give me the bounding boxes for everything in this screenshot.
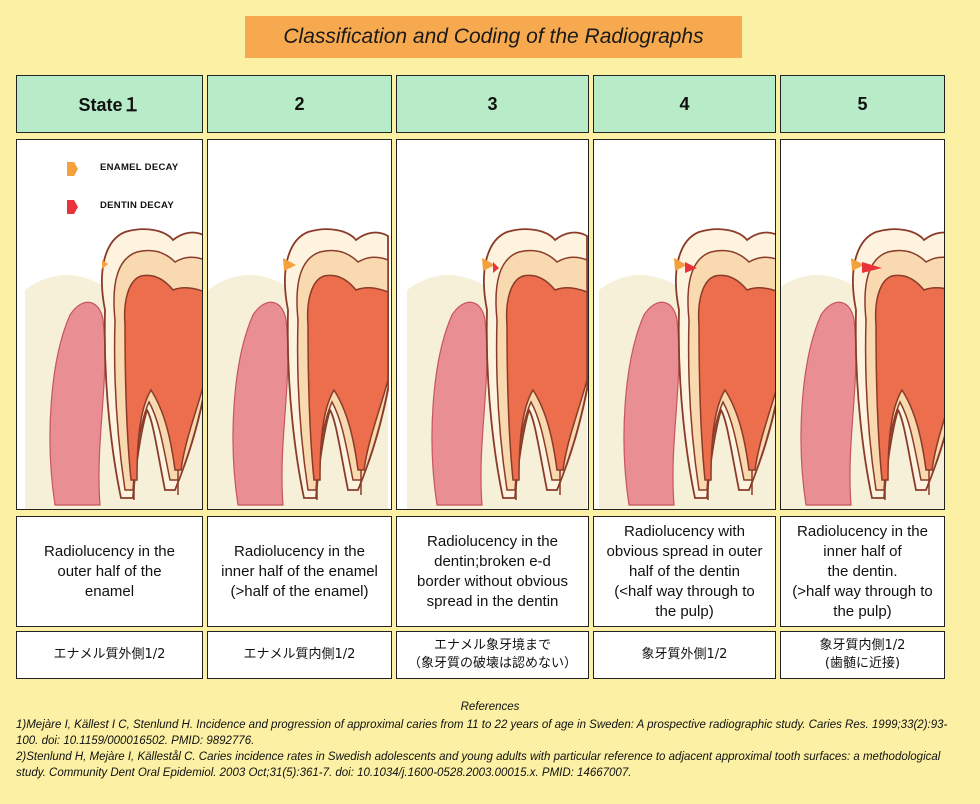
tooth-illustration-3 <box>407 228 588 509</box>
tooth-panel-5 <box>780 139 945 510</box>
japanese-state-4: 象牙質外側1/2 <box>593 631 776 679</box>
legend-enamel-label: ENAMEL DECAY <box>100 162 179 173</box>
description-state-4: Radiolucency with obvious spread in oute… <box>593 516 776 627</box>
gum <box>49 301 106 506</box>
tooth-group <box>407 228 588 509</box>
gum <box>232 301 289 506</box>
tooth-panel-4 <box>593 139 776 510</box>
dentin-decay <box>493 262 499 273</box>
tooth-group <box>781 228 944 509</box>
enamel-decay <box>851 258 864 271</box>
tooth-illustration-5 <box>781 228 944 509</box>
description-state-1: Radiolucency in the outer half of the en… <box>16 516 203 627</box>
header-state-4: 4 <box>593 75 776 133</box>
legend-dentin-label: DENTIN DECAY <box>100 200 174 211</box>
gum <box>800 301 857 506</box>
gum <box>623 301 680 506</box>
header-state-1: State１ <box>16 75 203 133</box>
pulp <box>697 274 775 481</box>
pulp <box>505 274 588 481</box>
tooth-panel-2 <box>207 139 392 510</box>
pulp <box>306 274 389 481</box>
tooth-illustration-4 <box>599 228 775 509</box>
pulp <box>874 274 944 481</box>
tooth-illustration-2 <box>208 228 389 509</box>
tooth-group <box>25 228 202 509</box>
description-state-3: Radiolucency in the dentin;broken e-d bo… <box>396 516 589 627</box>
enamel-decay <box>482 258 495 271</box>
dentin-decay <box>862 262 882 273</box>
references-title: References <box>460 701 520 713</box>
dentin-decay <box>685 262 697 273</box>
japanese-state-2: エナメル質内側1/2 <box>207 631 392 679</box>
gum <box>431 301 488 506</box>
tooth-group <box>208 228 389 509</box>
enamel-decay <box>283 258 296 271</box>
tooth-panel-3 <box>396 139 589 510</box>
enamel-decay <box>102 260 108 269</box>
japanese-state-1: エナメル質外側1/2 <box>16 631 203 679</box>
pulp <box>123 274 202 481</box>
tooth-illustration-1 <box>25 228 202 509</box>
tooth-panel-1: ENAMEL DECAY DENTIN DECAY <box>16 139 203 510</box>
enamel-decay <box>674 258 687 271</box>
reference-1: 1)Mejàre I, Källest I C, Stenlund H. Inc… <box>16 719 948 747</box>
header-state-3: 3 <box>396 75 589 133</box>
japanese-state-5: 象牙質内側1/2 (歯髄に近接) <box>780 631 945 679</box>
description-state-5: Radiolucency in the inner half of the de… <box>780 516 945 627</box>
enamel-decay-swatch <box>67 162 78 176</box>
description-state-2: Radiolucency in the inner half of the en… <box>207 516 392 627</box>
header-state-5: 5 <box>780 75 945 133</box>
dentin-decay-swatch <box>67 200 78 214</box>
japanese-state-3: エナメル象牙境まで （象牙質の破壊は認めない） <box>396 631 589 679</box>
page-title: Classification and Coding of the Radiogr… <box>245 16 742 58</box>
tooth-group <box>599 228 775 509</box>
reference-2: 2)Stenlund H, Mejàre I, Källestål C. Car… <box>16 751 941 779</box>
header-state-2: 2 <box>207 75 392 133</box>
